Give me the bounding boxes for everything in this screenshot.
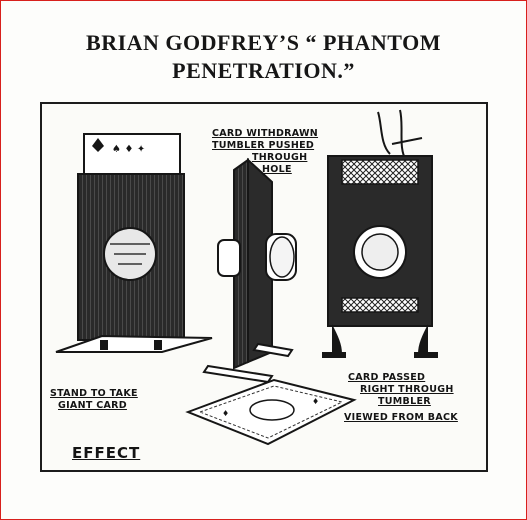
article-title: BRIAN GODFREY’S “ PHANTOM PENETRATION.” (1, 29, 526, 85)
label-stand-giant-card: STAND TO TAKE GIANT CARD (50, 388, 138, 412)
label-stand-line-1: STAND TO TAKE (50, 388, 138, 399)
svg-text:♠ ♦ ✦: ♠ ♦ ✦ (112, 144, 145, 155)
title-line-2: PENETRATION.” (172, 58, 355, 83)
label-stand-line-2: GIANT CARD (58, 400, 127, 411)
label-card-withdrawn: CARD WITHDRAWN TUMBLER PUSHED THROUGH HO… (212, 128, 318, 176)
label-card-withdrawn-line-4: HOLE (262, 164, 292, 175)
label-card-passed-line-4: VIEWED FROM BACK (344, 412, 458, 423)
label-card-withdrawn-line-3: THROUGH (252, 152, 308, 163)
stand-viewed-from-back-drawing (322, 109, 438, 358)
svg-text:♦: ♦ (312, 397, 319, 406)
illustration-panel: ♠ ♦ ✦ (40, 102, 488, 472)
stand-with-card-drawing: ♠ ♦ ✦ (55, 133, 213, 353)
label-card-passed-line-2: RIGHT THROUGH (360, 384, 454, 395)
trick-illustration: ♠ ♦ ✦ (55, 109, 438, 446)
stand-with-tumbler-drawing (202, 157, 297, 384)
label-card-passed-line-3: TUMBLER (378, 396, 431, 407)
title-line-1: BRIAN GODFREY’S “ PHANTOM (86, 30, 441, 55)
label-card-passed: CARD PASSED RIGHT THROUGH TUMBLER VIEWED… (344, 372, 458, 424)
flat-card-drawing: ♦ ♦ (185, 378, 357, 446)
label-card-withdrawn-line-1: CARD WITHDRAWN (212, 128, 319, 139)
svg-text:♦: ♦ (222, 409, 229, 418)
effect-label: EFFECT (72, 444, 141, 462)
label-card-withdrawn-line-2: TUMBLER PUSHED (212, 140, 315, 151)
label-card-passed-line-1: CARD PASSED (348, 372, 426, 383)
